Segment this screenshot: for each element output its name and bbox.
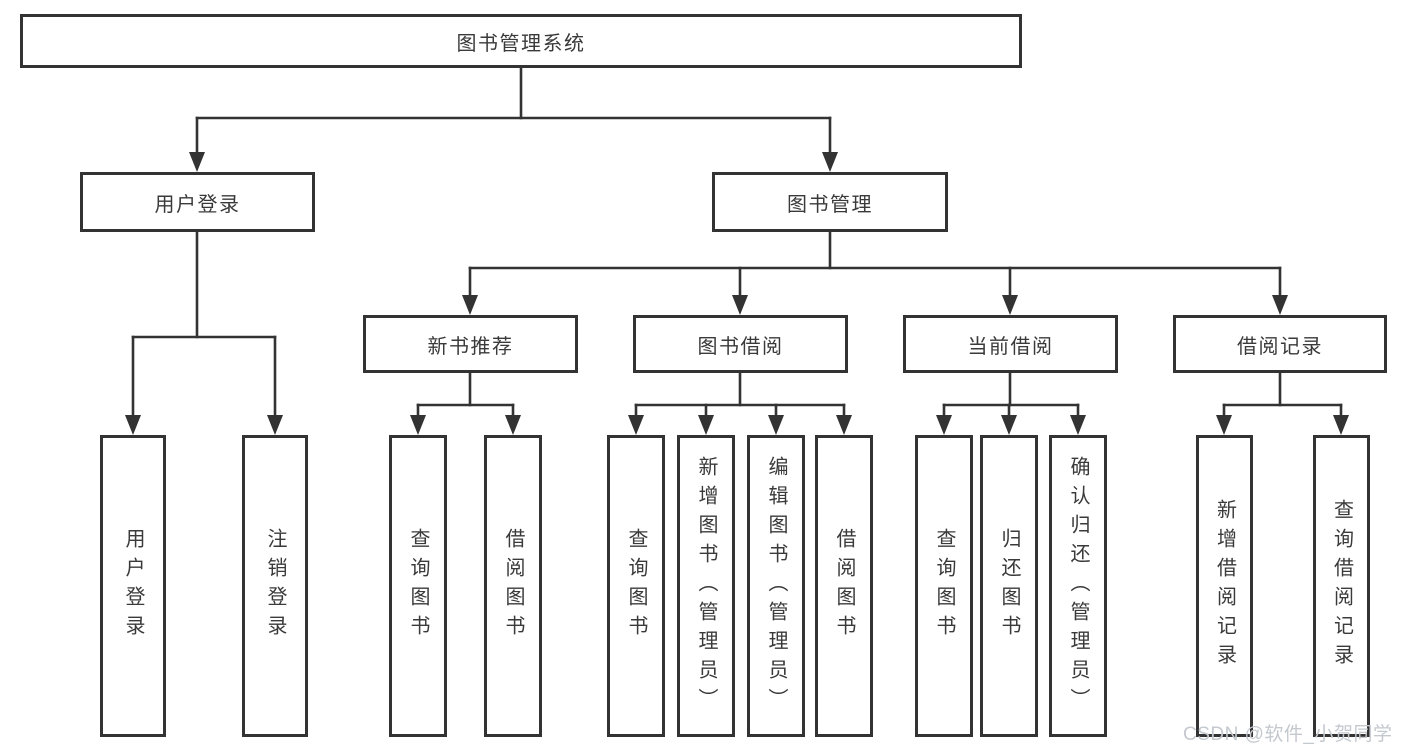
node-borrowing-records-label: 借阅记录 xyxy=(1237,335,1323,358)
node-root: 图书管理系统 xyxy=(20,14,1022,68)
node-book-borrowing-label: 图书借阅 xyxy=(697,335,784,358)
node-book-management: 图书管理 xyxy=(712,172,948,232)
leaf-borrow-books-recommend: 借阅图书 xyxy=(484,435,542,737)
node-borrowing-records: 借阅记录 xyxy=(1173,315,1387,373)
leaf-logout: 注销登录 xyxy=(242,435,308,737)
leaf-query-books-borrowing-label: 查询图书 xyxy=(625,528,647,644)
node-user-login: 用户登录 xyxy=(80,172,315,232)
node-user-login-label: 用户登录 xyxy=(154,193,241,216)
node-new-book-recommendation: 新书推荐 xyxy=(363,315,578,373)
leaf-borrow-books-recommend-label: 借阅图书 xyxy=(502,528,524,644)
node-root-label: 图书管理系统 xyxy=(456,32,586,55)
leaf-add-books-admin-label: 新增图书（管理员） xyxy=(695,455,717,717)
leaf-query-books-current-label: 查询图书 xyxy=(933,528,955,644)
csdn-watermark: CSDN @软件_小贺同学 xyxy=(1183,724,1393,745)
leaf-confirm-return-admin-label: 确认归还（管理员） xyxy=(1067,455,1089,717)
leaf-borrow-books-borrowing: 借阅图书 xyxy=(815,435,873,737)
leaf-edit-books-admin-label: 编辑图书（管理员） xyxy=(765,455,787,717)
leaf-query-books-current: 查询图书 xyxy=(915,435,973,737)
node-current-borrowing-label: 当前借阅 xyxy=(967,335,1054,358)
node-current-borrowing: 当前借阅 xyxy=(903,315,1118,373)
node-book-borrowing: 图书借阅 xyxy=(633,315,848,373)
leaf-query-books-recommend: 查询图书 xyxy=(389,435,447,737)
leaf-edit-books-admin: 编辑图书（管理员） xyxy=(747,435,805,737)
leaf-return-books-label: 归还图书 xyxy=(998,528,1020,644)
leaf-logout-label: 注销登录 xyxy=(264,528,286,644)
leaf-return-books: 归还图书 xyxy=(980,435,1038,737)
leaf-query-borrow-record-label: 查询借阅记录 xyxy=(1330,499,1353,673)
node-new-book-recommendation-label: 新书推荐 xyxy=(427,335,514,358)
leaf-add-borrow-record-label: 新增借阅记录 xyxy=(1213,499,1236,673)
leaf-user-login-label: 用户登录 xyxy=(122,528,144,644)
leaf-user-login: 用户登录 xyxy=(100,435,166,737)
leaf-confirm-return-admin: 确认归还（管理员） xyxy=(1049,435,1107,737)
leaf-query-books-borrowing: 查询图书 xyxy=(607,435,665,737)
leaf-borrow-books-borrowing-label: 借阅图书 xyxy=(833,528,855,644)
leaf-add-borrow-record: 新增借阅记录 xyxy=(1196,435,1253,737)
leaf-query-borrow-record: 查询借阅记录 xyxy=(1313,435,1370,737)
leaf-query-books-recommend-label: 查询图书 xyxy=(407,528,429,644)
leaf-add-books-admin: 新增图书（管理员） xyxy=(677,435,735,737)
node-book-management-label: 图书管理 xyxy=(787,193,873,216)
